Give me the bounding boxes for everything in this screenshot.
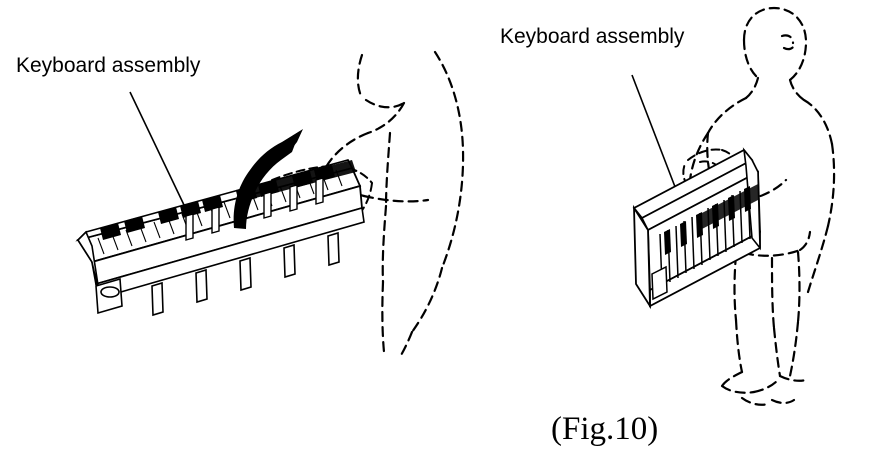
keyboard-assembly-right — [632, 147, 761, 310]
callout-label-right: Keyboard assembly — [500, 25, 685, 48]
left-panel-group — [75, 50, 465, 359]
technician-body-left — [324, 50, 465, 359]
lift-arrow-icon — [233, 129, 303, 229]
keyboard-support-posts — [151, 231, 340, 317]
keyboard-left-end-block — [76, 230, 101, 299]
keyboard-end-bracket-right — [651, 265, 668, 301]
figure-caption: (Fig.10) — [551, 411, 659, 447]
leader-line-right — [631, 74, 678, 193]
keyboard-end-bracket — [95, 277, 123, 315]
keyboard-shade-band — [700, 184, 758, 230]
keyboard-assembly-left — [75, 159, 365, 317]
keyboard-shadow-band — [236, 160, 356, 202]
right-panel-group — [631, 6, 836, 406]
callout-label-left: Keyboard assembly — [16, 54, 201, 77]
technician-body-right — [688, 6, 836, 406]
keyboard-near-end-cheek — [633, 204, 651, 310]
